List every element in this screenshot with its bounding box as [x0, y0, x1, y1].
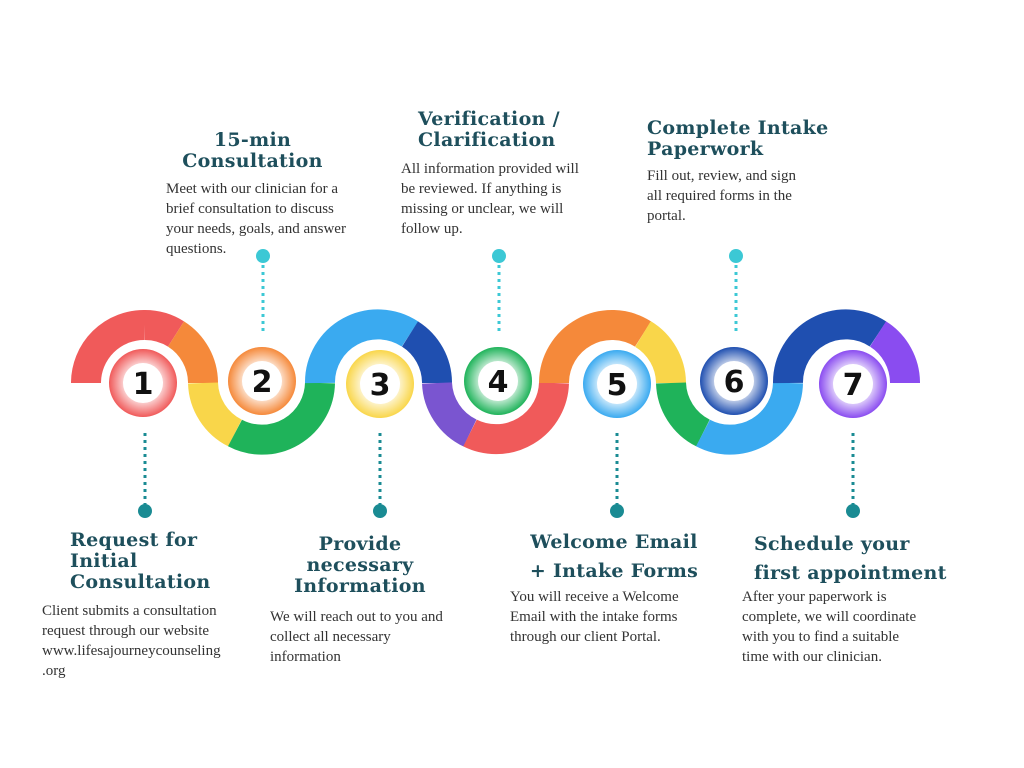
step-marker-6: 6	[700, 347, 768, 415]
step-4-description: All information provided will be reviewe…	[401, 161, 579, 237]
step-marker-4: 4	[464, 347, 532, 415]
ribbon-segment	[539, 310, 652, 384]
ribbon-segment	[304, 309, 419, 384]
step-marker-2: 2	[228, 347, 296, 415]
ribbon-segment	[188, 381, 243, 447]
step-number-6: 6	[724, 365, 745, 400]
ribbon-segment	[228, 381, 335, 455]
step-2-title: 15-min Consultation	[182, 129, 323, 172]
ribbon-segment	[401, 321, 452, 384]
ribbon-segment	[463, 381, 569, 455]
ribbon	[71, 309, 920, 455]
step-2-description: Meet with our clinician for a brief cons…	[166, 181, 346, 257]
step-number-5: 5	[607, 368, 628, 403]
ribbon-segment	[772, 309, 887, 384]
ribbon-segment	[634, 321, 686, 384]
step-marker-7: 7	[819, 350, 887, 418]
step-1-title: Request for Initial Consultation	[70, 529, 211, 593]
step-5-description: You will receive a Welcome Email with th…	[510, 589, 679, 645]
connectors	[143, 265, 855, 505]
step-7-title: Schedule your first appointment	[754, 533, 947, 584]
connector-dot	[256, 249, 270, 263]
step-6-description: Fill out, review, and sign all required …	[647, 168, 797, 224]
ribbon-segment	[869, 321, 920, 384]
ribbon-segment	[167, 321, 218, 384]
connector-dot	[492, 249, 506, 263]
connector-dot	[846, 504, 860, 518]
connector-dot	[729, 249, 743, 263]
ribbon-segment	[71, 310, 146, 384]
step-4-title: Verification / Clarification	[418, 108, 560, 151]
step-marker-5: 5	[583, 350, 651, 418]
step-3-title: Provide necessary Information	[294, 533, 426, 597]
connector-dot	[373, 504, 387, 518]
ribbon-segment	[422, 381, 478, 447]
step-1-description: Client submits a consultation request th…	[42, 603, 221, 679]
step-number-7: 7	[843, 368, 864, 403]
ribbon-segment	[696, 381, 803, 455]
connector-dot	[610, 504, 624, 518]
connector-dot	[138, 504, 152, 518]
step-number-3: 3	[370, 368, 391, 403]
step-number-2: 2	[252, 365, 273, 400]
step-marker-3: 3	[346, 350, 414, 418]
step-number-4: 4	[488, 365, 509, 400]
step-7-description: After your paperwork is complete, we wil…	[742, 589, 917, 665]
step-5-title: Welcome Email + Intake Forms	[529, 531, 699, 582]
step-marker-1: 1	[109, 349, 177, 417]
ribbon-segment	[144, 310, 185, 348]
step-3-description: We will reach out to you and collect all…	[270, 609, 443, 665]
step-number-1: 1	[133, 367, 154, 402]
step-6-title: Complete Intake Paperwork	[647, 117, 829, 160]
ribbon-segment	[656, 381, 711, 447]
connector-dots	[138, 249, 860, 518]
